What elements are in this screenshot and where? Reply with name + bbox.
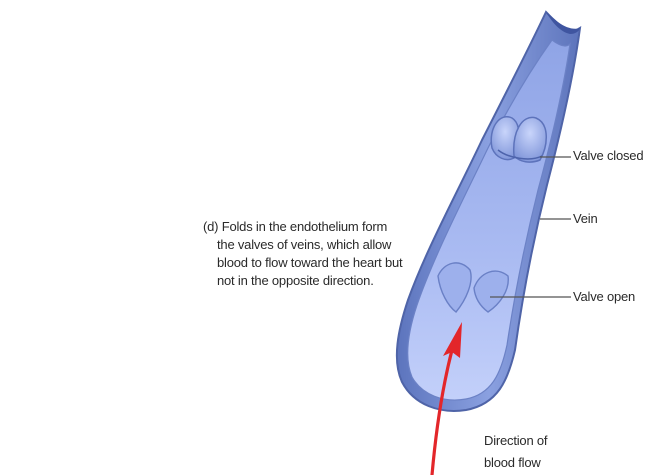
label-valve-open: Valve open bbox=[573, 289, 635, 304]
label-direction-line-2: blood flow bbox=[484, 452, 547, 474]
caption-line-4: not in the opposite direction. bbox=[203, 272, 283, 290]
caption-line-1: (d) Folds in the endothelium form bbox=[203, 218, 283, 236]
label-valve-closed: Valve closed bbox=[573, 148, 643, 163]
caption-line-3: blood to flow toward the heart but bbox=[203, 254, 283, 272]
figure-caption: (d) Folds in the endothelium form the va… bbox=[203, 218, 283, 290]
label-blood-flow-direction: Direction of blood flow bbox=[484, 430, 547, 474]
label-vein: Vein bbox=[573, 211, 598, 226]
label-direction-line-1: Direction of bbox=[484, 430, 547, 452]
vein-lumen bbox=[408, 40, 570, 400]
caption-line-2: the valves of veins, which allow bbox=[203, 236, 283, 254]
